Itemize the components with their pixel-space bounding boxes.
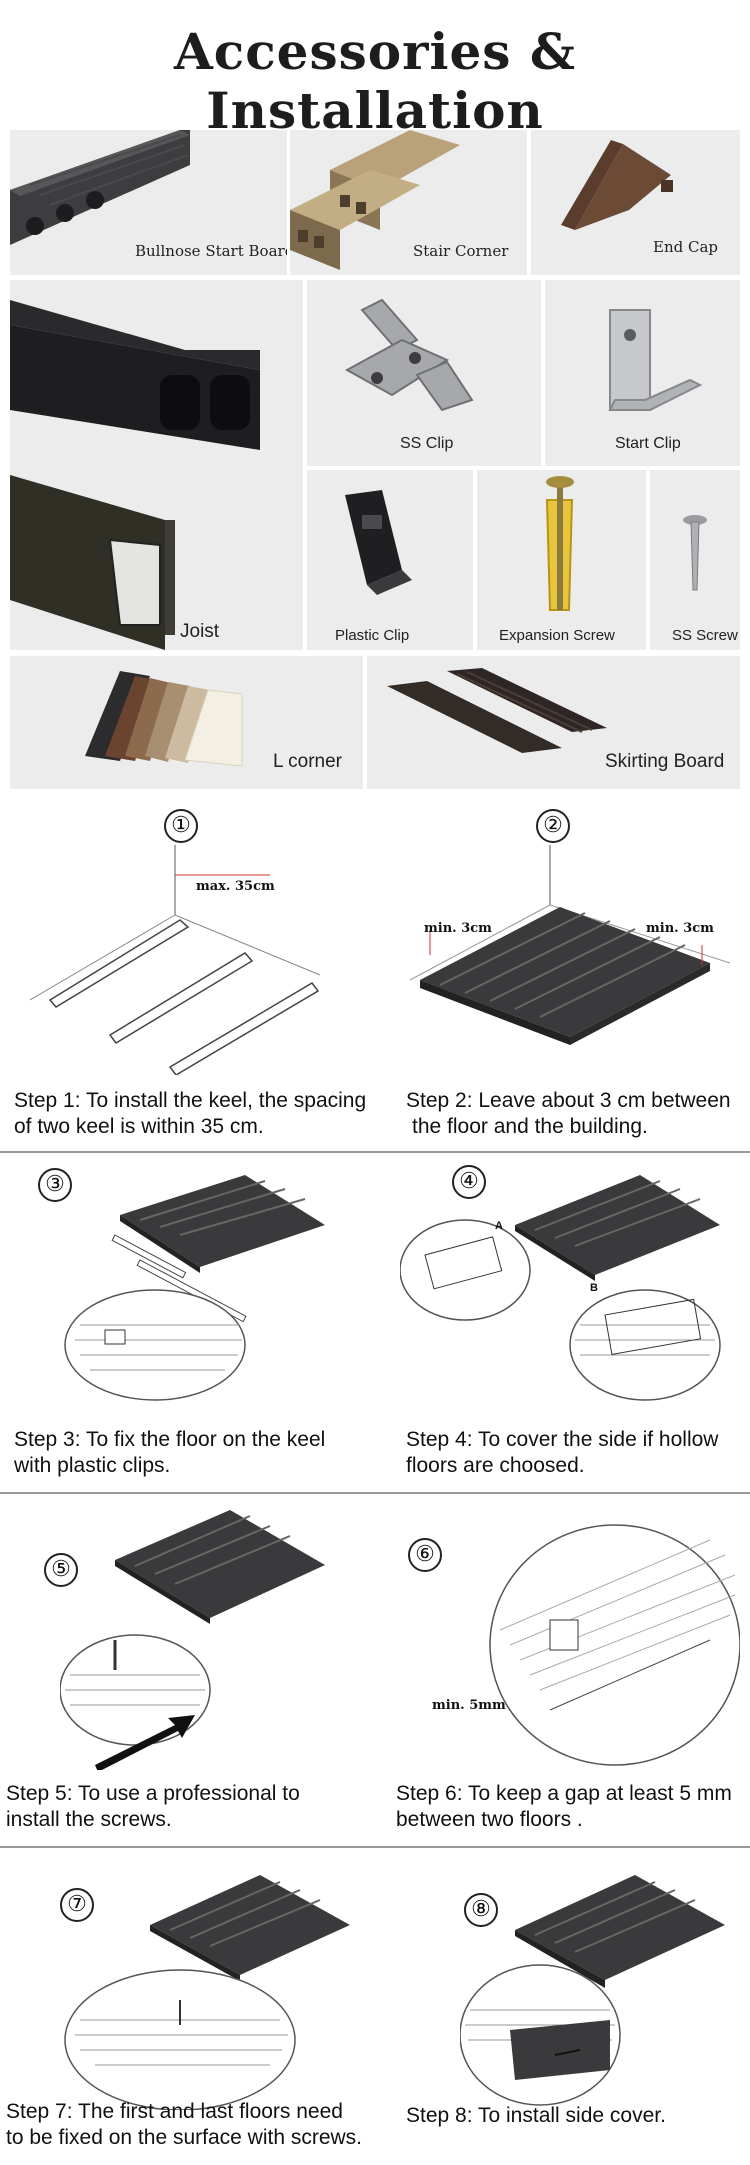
- step-5-diagram: [60, 1510, 325, 1770]
- step-7-diagram: [64, 1875, 350, 2110]
- dimension-label: max. 35cm: [196, 879, 275, 894]
- step-text: Step 8: To install side cover.: [406, 2104, 666, 2127]
- accessory-label: End Cap: [653, 238, 719, 256]
- accessory-tile-skirting-board: Skirting Board: [367, 656, 740, 789]
- plastic-clip-image: [345, 490, 412, 595]
- accessory-tile-expansion-screw: Expansion Screw: [477, 470, 646, 650]
- accessory-tile-stair-corner: Stair Corner: [290, 130, 527, 275]
- step-text: floors are choosed.: [406, 1454, 585, 1477]
- step-number: ③: [38, 1168, 72, 1202]
- expansion-screw-image: [545, 476, 574, 611]
- step-1-diagram: [30, 845, 321, 1075]
- bullnose-start-board-image: [10, 130, 190, 245]
- accessory-tile-l-corner: L corner: [10, 656, 363, 789]
- accessory-label: SS Screw: [672, 627, 738, 644]
- accessory-tile-ss-screw: SS Screw: [650, 470, 740, 650]
- step-text: the floor and the building.: [412, 1115, 648, 1138]
- step-text: with plastic clips.: [14, 1454, 171, 1477]
- accessory-tile-plastic-clip: Plastic Clip: [307, 470, 473, 650]
- accessory-label: Plastic Clip: [335, 627, 410, 644]
- dimension-label: min. 3cm: [646, 921, 714, 936]
- section-divider: [0, 1846, 750, 1848]
- dimension-label: min. 3cm: [424, 921, 492, 936]
- step-number: ⑦: [60, 1888, 94, 1922]
- skirting-board-image: [387, 668, 607, 753]
- step-number: ①: [164, 809, 198, 843]
- accessory-tile-bullnose-start-board: Bullnose Start Board: [10, 130, 287, 275]
- step-text: Step 2: Leave about 3 cm between: [406, 1089, 731, 1112]
- accessory-tile-start-clip: Start Clip: [545, 280, 740, 466]
- l-corner-image: [85, 671, 243, 767]
- step-text: install the screws.: [6, 1808, 172, 1831]
- dimension-label: min. 5mm: [432, 1698, 506, 1713]
- accessory-label: Expansion Screw: [499, 627, 615, 644]
- step-number: ⑥: [408, 1538, 442, 1572]
- step-number: ④: [452, 1165, 486, 1199]
- accessory-tile-joist: Joist: [10, 280, 303, 650]
- accessory-label: SS Clip: [400, 435, 454, 452]
- step-2-diagram: [410, 845, 731, 1045]
- end-cap-image: [561, 140, 673, 230]
- step-text: of two keel is within 35 cm.: [14, 1115, 264, 1138]
- accessory-label: Skirting Board: [605, 751, 725, 772]
- step-8-diagram: [460, 1875, 725, 2106]
- step-text: Step 1: To install the keel, the spacing: [14, 1089, 367, 1112]
- step-text: Step 3: To fix the floor on the keel: [14, 1428, 326, 1451]
- accessory-label: Bullnose Start Board: [135, 242, 287, 260]
- step-text: Step 6: To keep a gap at least 5 mm: [396, 1782, 732, 1805]
- accessory-label: L corner: [273, 751, 342, 772]
- ss-clip-image: [344, 298, 474, 412]
- stair-corner-image: [290, 130, 460, 270]
- accessory-label: Stair Corner: [413, 242, 509, 260]
- step-4-diagram: [400, 1175, 721, 1401]
- step-text: Step 7: The first and last floors need: [6, 2100, 343, 2123]
- section-divider: [0, 1151, 750, 1153]
- ss-screw-image: [683, 515, 707, 591]
- step-3-diagram: [64, 1175, 325, 1401]
- step-number: ⑤: [44, 1553, 78, 1587]
- step-number: ②: [536, 809, 570, 843]
- step-text: to be fixed on the surface with screws.: [6, 2126, 363, 2149]
- start-clip-image: [608, 309, 703, 411]
- dimension-label: B: [590, 1282, 598, 1294]
- joist-image: [10, 300, 260, 650]
- accessory-tile-ss-clip: SS Clip: [307, 280, 541, 466]
- step-text: between two floors .: [396, 1808, 583, 1831]
- step-text: Step 4: To cover the side if hollow: [406, 1428, 719, 1451]
- accessory-label: Start Clip: [615, 435, 681, 452]
- step-6-diagram: [489, 1524, 740, 1766]
- page-title: Accessories & Installation: [174, 22, 576, 140]
- section-divider: [0, 1492, 750, 1494]
- step-number: ⑧: [464, 1893, 498, 1927]
- accessory-tile-end-cap: End Cap: [531, 130, 740, 275]
- dimension-label: A: [495, 1220, 503, 1232]
- accessory-label: Joist: [180, 621, 220, 642]
- step-text: Step 5: To use a professional to: [6, 1782, 300, 1805]
